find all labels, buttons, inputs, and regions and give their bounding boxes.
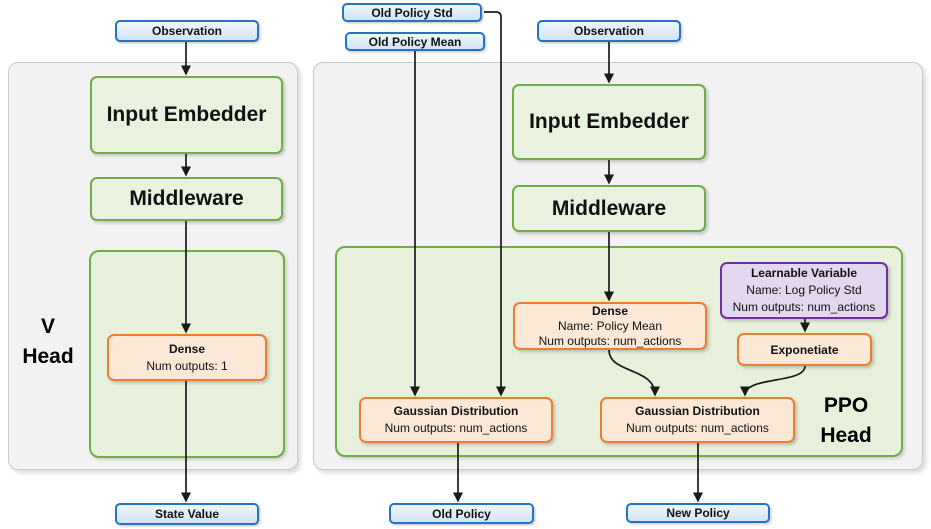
learnable-variable-outputs: Num outputs: num_actions bbox=[732, 300, 876, 314]
exponetiate-node: Exponetiate bbox=[737, 333, 872, 366]
ppo-dense-title: Dense bbox=[591, 303, 629, 318]
exponetiate-title: Exponetiate bbox=[770, 342, 839, 357]
ppo-dense-name: Name: Policy Mean bbox=[557, 318, 663, 333]
gaussian-new-title: Gaussian Distribution bbox=[635, 404, 760, 418]
v-input-embedder-node: Input Embedder bbox=[90, 76, 283, 154]
learnable-variable-title: Learnable Variable bbox=[750, 266, 858, 280]
gaussian-distribution-new-node: Gaussian Distribution Num outputs: num_a… bbox=[600, 397, 795, 443]
old-policy-std-node: Old Policy Std bbox=[342, 3, 482, 22]
v-dense-node: Dense Num outputs: 1 bbox=[107, 334, 267, 381]
v-dense-title: Dense bbox=[168, 341, 206, 356]
old-policy-node: Old Policy bbox=[389, 503, 534, 524]
ppo-dense-outputs: Num outputs: num_actions bbox=[538, 333, 682, 348]
ppo-head-label-line2: Head bbox=[820, 424, 872, 447]
old-policy-mean-node: Old Policy Mean bbox=[345, 32, 485, 51]
state-value-node: State Value bbox=[115, 503, 259, 525]
ppo-head-label-line1: PPO bbox=[823, 394, 869, 417]
v-middleware-node: Middleware bbox=[90, 177, 283, 221]
ppo-input-embedder-node: Input Embedder bbox=[512, 84, 706, 160]
ppo-dense-node: Dense Name: Policy Mean Num outputs: num… bbox=[513, 302, 707, 350]
v-head-label: V Head bbox=[10, 312, 86, 372]
new-policy-node: New Policy bbox=[626, 503, 770, 523]
v-observation-node: Observation bbox=[115, 20, 259, 42]
learnable-variable-node: Learnable Variable Name: Log Policy Std … bbox=[720, 262, 888, 319]
gaussian-new-outputs: Num outputs: num_actions bbox=[626, 421, 769, 435]
v-dense-outputs: Num outputs: 1 bbox=[146, 358, 228, 373]
ppo-observation-node: Observation bbox=[537, 20, 681, 42]
gaussian-old-title: Gaussian Distribution bbox=[393, 404, 519, 418]
v-head-label-line2: Head bbox=[22, 345, 74, 368]
v-head-label-line1: V bbox=[40, 315, 55, 338]
gaussian-old-outputs: Num outputs: num_actions bbox=[384, 421, 528, 435]
ppo-head-label: PPO Head bbox=[806, 391, 886, 451]
learnable-variable-name: Name: Log Policy Std bbox=[746, 283, 862, 297]
ppo-middleware-node: Middleware bbox=[512, 185, 706, 232]
gaussian-distribution-old-node: Gaussian Distribution Num outputs: num_a… bbox=[359, 397, 553, 443]
